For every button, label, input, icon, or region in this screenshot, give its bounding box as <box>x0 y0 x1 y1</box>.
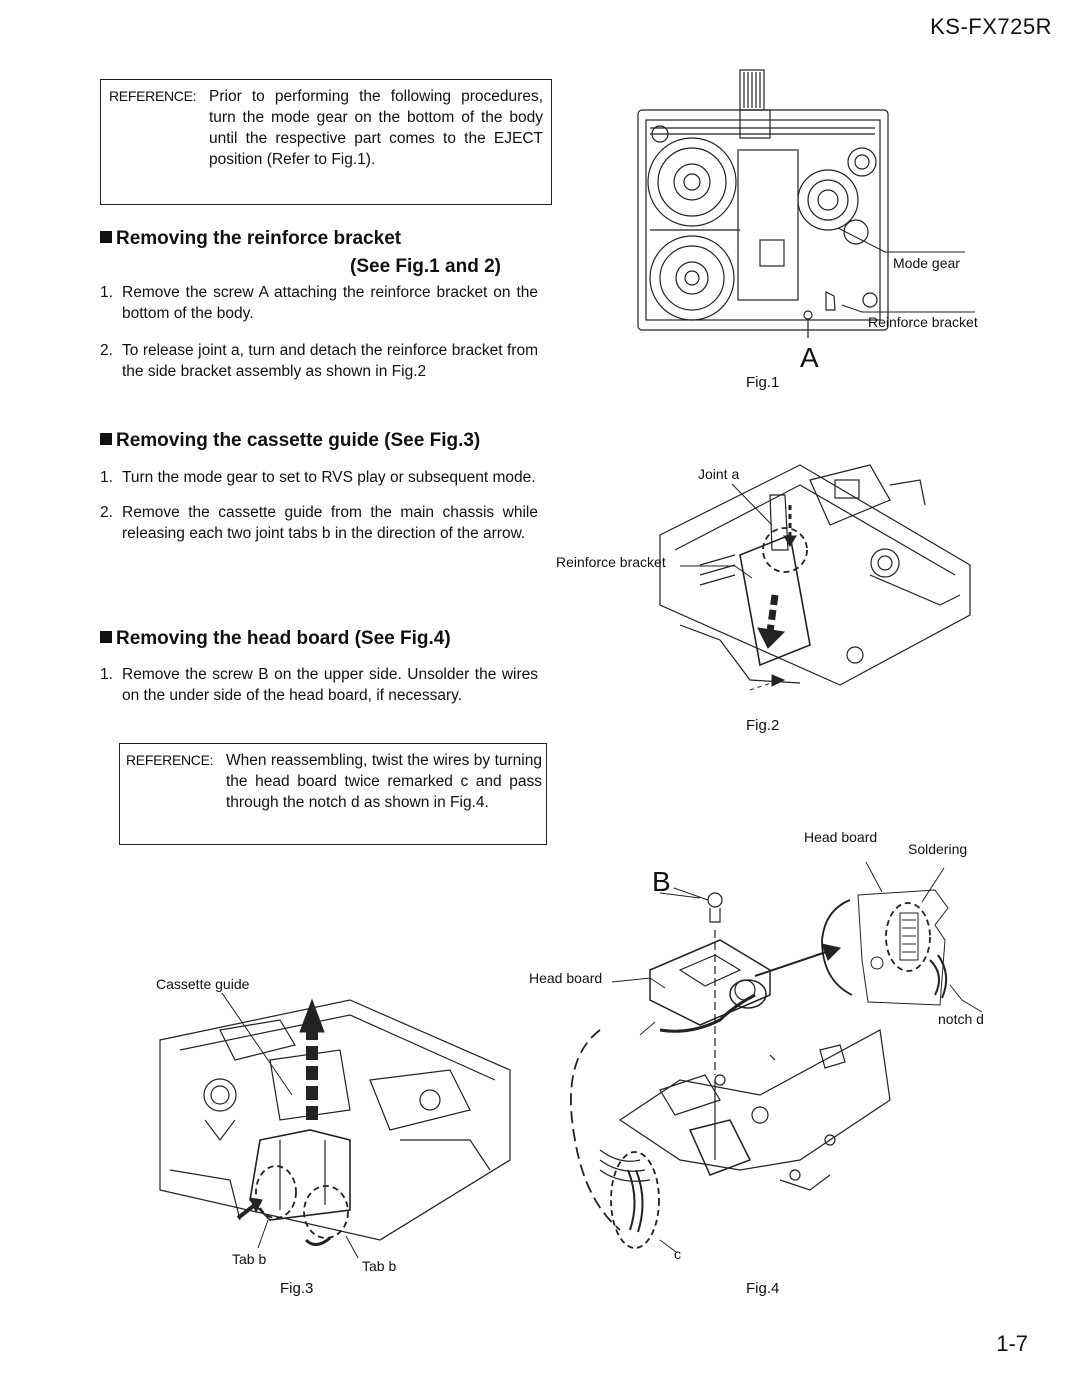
step-item: 1.Remove the screw A attaching the reinf… <box>100 284 538 322</box>
step-item: 2.Remove the cassette guide from the mai… <box>100 504 538 542</box>
fig2-label-joint-a: Joint a <box>698 466 740 482</box>
reference-text: Prior to performing the following proced… <box>209 88 543 168</box>
reference-label: REFERENCE: <box>126 752 214 768</box>
step-item: 1.Turn the mode gear to set to RVS play … <box>100 469 536 486</box>
section-heading-cassette-guide: Removing the cassette guide (See Fig.3) <box>100 430 480 452</box>
fig1-caption: Fig.1 <box>746 374 780 391</box>
fig4-label-soldering: Soldering <box>908 841 968 857</box>
steps-reinforce-bracket: 1.Remove the screw A attaching the reinf… <box>100 282 538 390</box>
fig4-label-head-board: Head board <box>529 970 603 986</box>
fig4-label-head-board-top: Head board <box>804 829 878 845</box>
fig1-screw-letter: A <box>800 342 819 373</box>
fig4-label-c: c <box>674 1246 681 1262</box>
step-item: 1.Remove the screw B on the upper side. … <box>100 666 538 704</box>
fig1-label-reinforce-bracket: Reinforce bracket <box>868 314 978 330</box>
fig1-mechanism-drawing <box>637 69 889 338</box>
section-subheading-reinforce-bracket: (See Fig.1 and 2) <box>350 256 501 277</box>
fig4-head-board-drawing <box>599 892 891 1191</box>
fig3-label-tab-b-right: Tab b <box>362 1258 397 1274</box>
fig4-caption: Fig.4 <box>746 1280 780 1297</box>
reference-box-1: REFERENCE: Prior to performing the follo… <box>100 79 552 205</box>
model-number: KS-FX725R <box>930 14 1052 39</box>
bullet-square-icon <box>100 433 112 445</box>
fig4-screw-letter: B <box>652 866 671 897</box>
fig1-label-mode-gear: Mode gear <box>893 255 960 271</box>
reference-label: REFERENCE: <box>109 88 197 104</box>
page-number: 1-7 <box>996 1331 1028 1356</box>
fig2-label-reinforce-bracket: Reinforce bracket <box>556 554 666 570</box>
step-item: 2.To release joint a, turn and detach th… <box>100 342 538 380</box>
section-heading-reinforce-bracket: Removing the reinforce bracket <box>100 228 401 250</box>
fig4-label-notch-d: notch d <box>938 1011 984 1027</box>
steps-head-board: 1.Remove the screw B on the upper side. … <box>100 664 538 714</box>
reference-text: When reassembling, twist the wires by tu… <box>226 752 542 811</box>
bullet-square-icon <box>100 231 112 243</box>
fig3-label-tab-b-left: Tab b <box>232 1251 267 1267</box>
fig3-cassette-guide-drawing <box>159 999 511 1241</box>
fig2-caption: Fig.2 <box>746 717 780 734</box>
reference-box-2: REFERENCE: When reassembling, twist the … <box>119 743 547 845</box>
section-heading-head-board: Removing the head board (See Fig.4) <box>100 628 451 650</box>
bullet-square-icon <box>100 631 112 643</box>
fig3-caption: Fig.3 <box>280 1280 314 1297</box>
fig2-bracket-drawing <box>659 464 971 686</box>
steps-cassette-guide: 1.Turn the mode gear to set to RVS play … <box>100 467 538 552</box>
fig3-label-cassette-guide: Cassette guide <box>156 976 250 992</box>
